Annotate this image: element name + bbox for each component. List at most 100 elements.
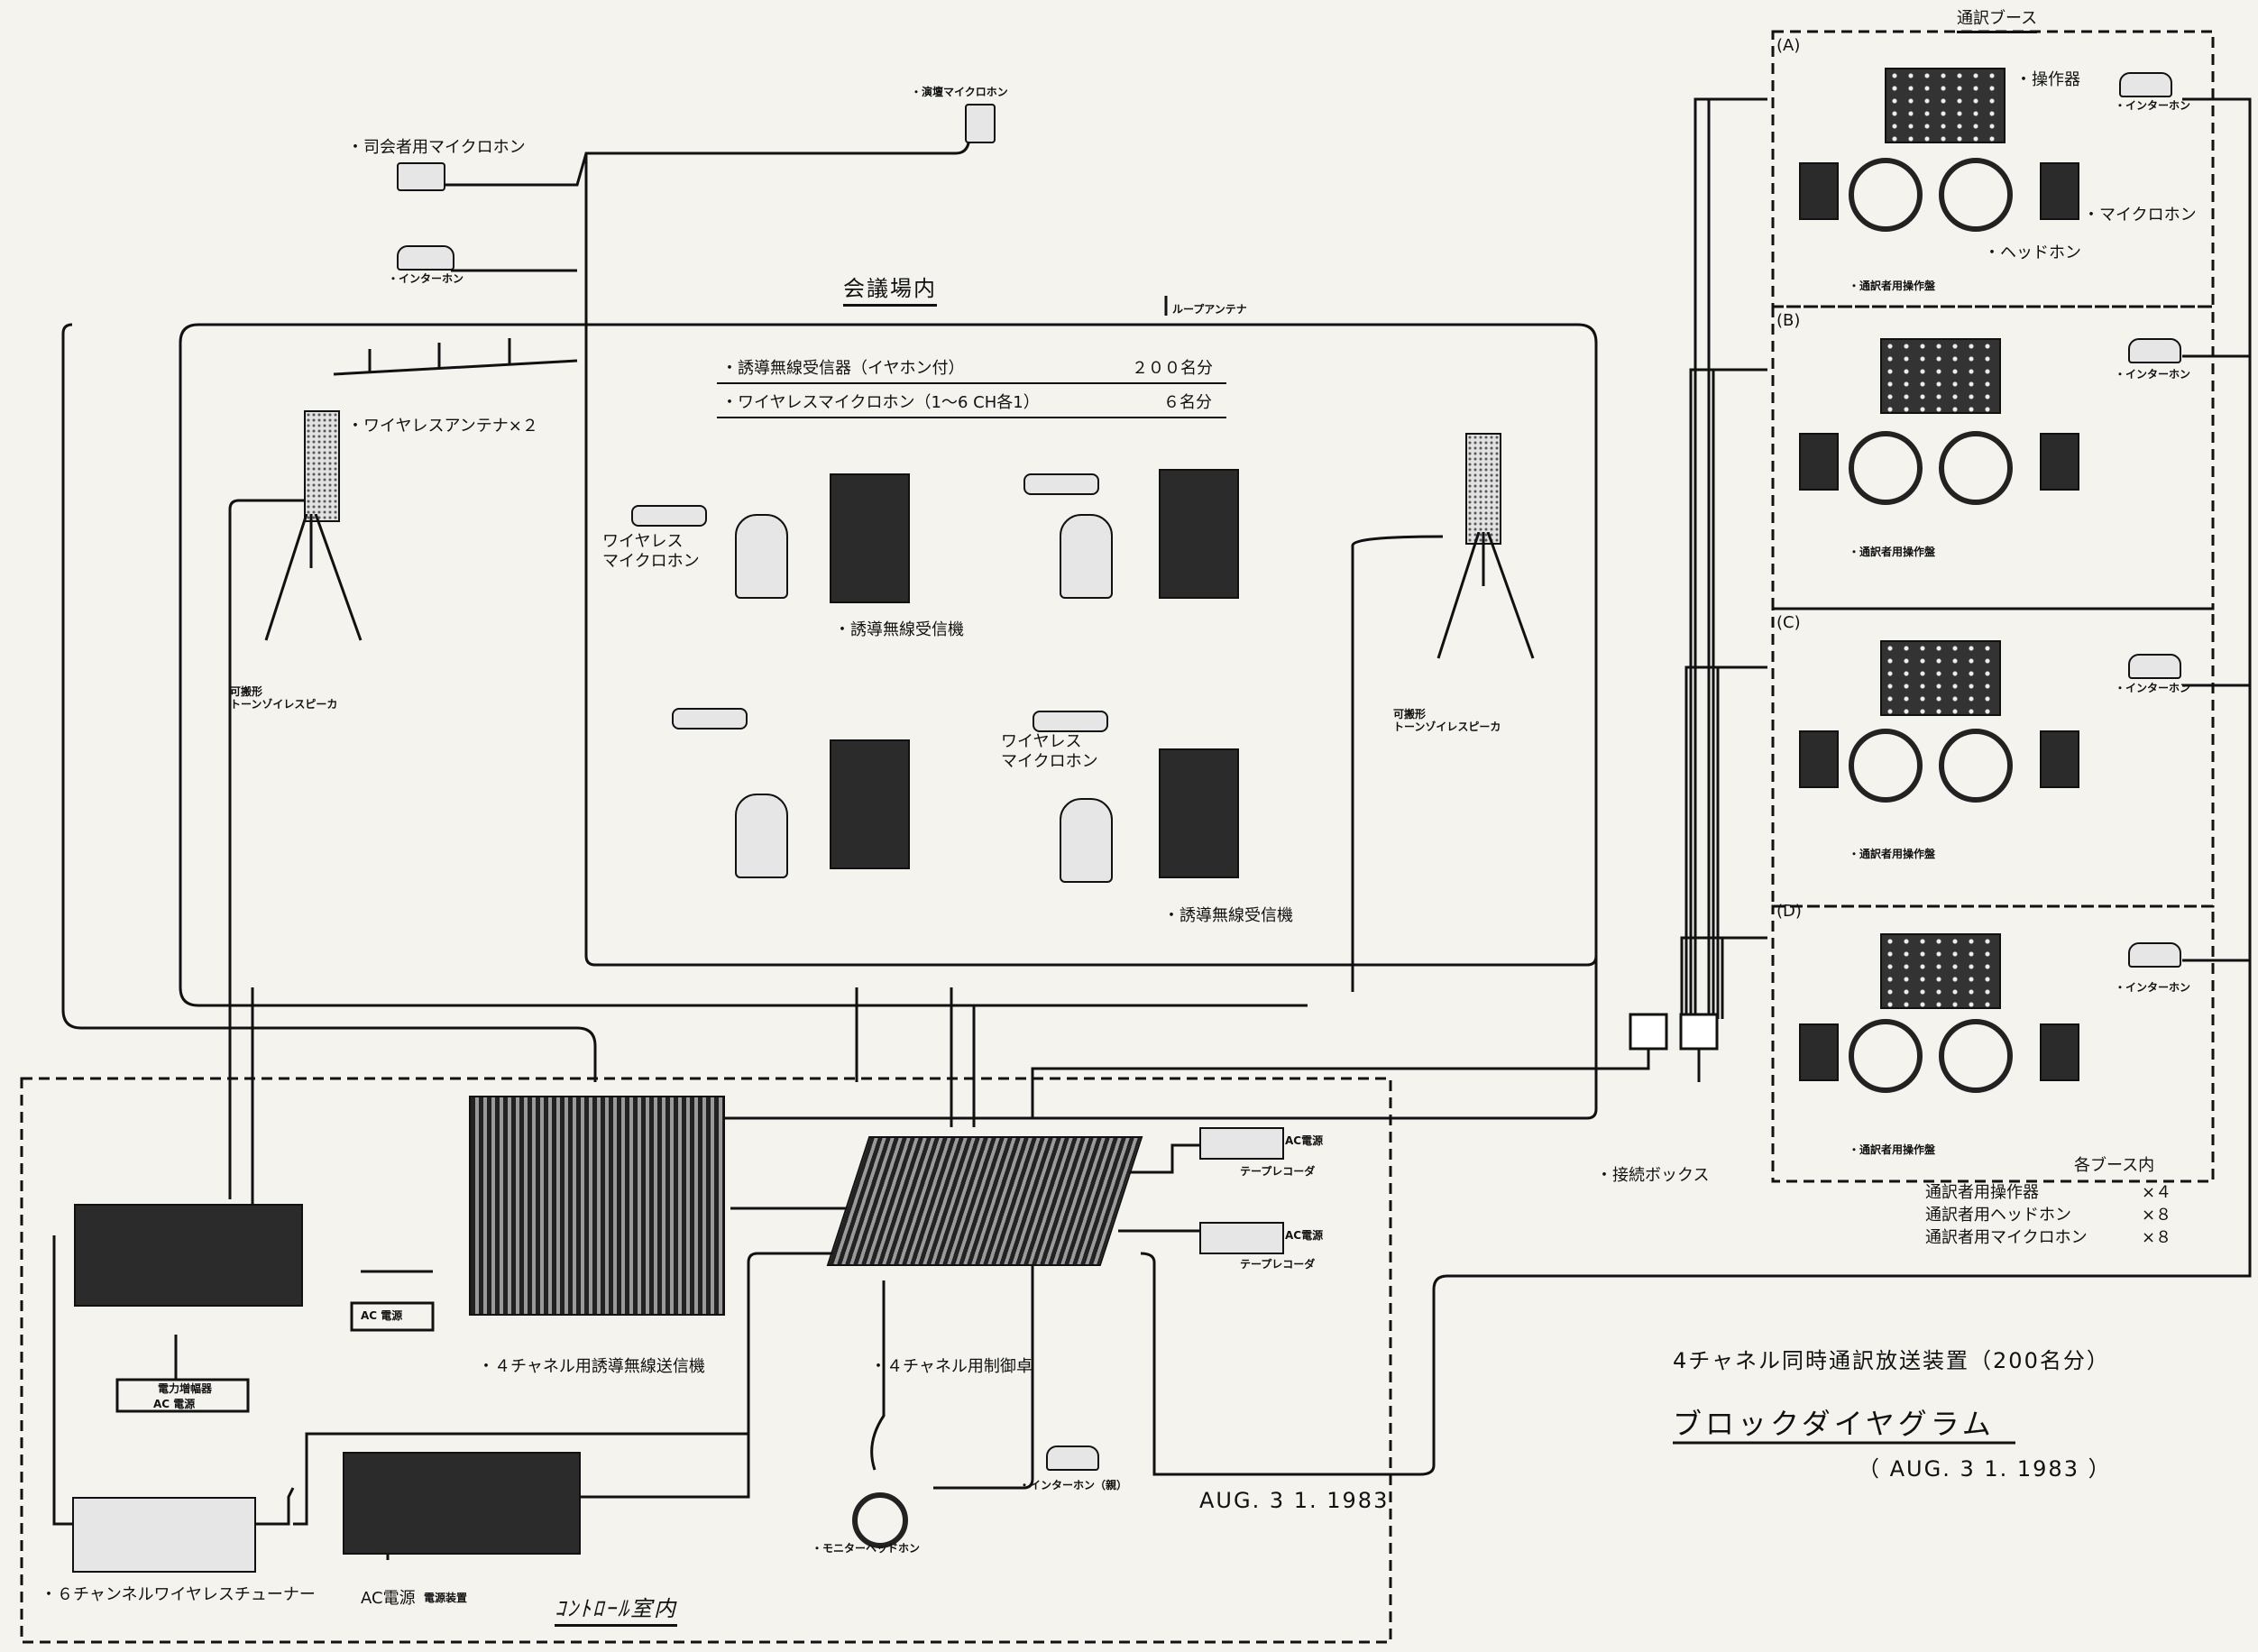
amp-label: 電力増幅器 xyxy=(158,1382,212,1395)
junction-box-2 xyxy=(1681,1014,1717,1049)
headphone-icon xyxy=(1939,158,2013,232)
monitor-headphone-label: ・モニターヘッドホン xyxy=(812,1542,920,1555)
control-date-stamp: AUG. 3 1. 1983 xyxy=(1199,1488,1389,1514)
transmitter-ac-label: AC 電源 xyxy=(361,1309,402,1322)
spec1-qty: ２００名分 xyxy=(1132,359,1213,379)
inventory-qty: ×４ xyxy=(2142,1183,2171,1203)
spec2-item: ・ワイヤレスマイクロホン（1～6 CH各1） xyxy=(721,393,1040,413)
caption-date: （ AUG. 3 1. 1983 ） xyxy=(1858,1456,2112,1482)
each-booth-label: 各ブース内 xyxy=(2074,1156,2154,1176)
speaker-left-label: 可搬形 トーンゾイレスピーカ xyxy=(230,685,337,711)
booth-mic xyxy=(2040,433,2079,491)
caption-line2: ブロックダイヤグラム xyxy=(1673,1407,1995,1441)
receiver-body xyxy=(830,473,910,603)
operator-panel xyxy=(1880,933,2001,1009)
wireless-mic-icon xyxy=(631,505,707,527)
wireless-mic-icon xyxy=(672,708,748,730)
headphone-icon xyxy=(1939,1019,2013,1093)
caption-line1: 4チャネル同時通訳放送装置（200名分） xyxy=(1673,1348,2110,1374)
junction-box-label: ・接続ボックス xyxy=(1596,1166,1709,1186)
podium-mic-icon xyxy=(965,104,996,143)
operator-panel xyxy=(1880,338,2001,414)
psu-label: 電源装置 xyxy=(424,1592,467,1604)
booth-mic xyxy=(2040,162,2079,220)
tape-recorder-1 xyxy=(1199,1127,1284,1160)
booth-mic xyxy=(1799,162,1839,220)
console-label: ・４チャネル用制御卓 xyxy=(870,1357,1033,1377)
power-amplifier xyxy=(74,1204,303,1307)
booth-panel-label: ・通訳者用操作盤 xyxy=(1849,280,1935,292)
speaker-stand-left xyxy=(257,514,374,649)
booth-intercom-label: ・インターホン xyxy=(2115,368,2190,381)
operator-panel xyxy=(1885,68,2006,143)
receiver-pouch xyxy=(1060,798,1113,883)
booth-mic xyxy=(1799,730,1839,788)
spec-divider xyxy=(717,417,1226,418)
headphone-icon xyxy=(1849,1019,1923,1093)
booth-panel-label: ・通訳者用操作盤 xyxy=(1849,1143,1935,1156)
tape-label-2: テープレコーダ xyxy=(1240,1258,1315,1271)
inventory-name: 通訳者用ヘッドホン xyxy=(1925,1206,2071,1225)
intercom-icon xyxy=(397,245,454,271)
booth-letter: (C) xyxy=(1776,613,1801,633)
intercom-icon xyxy=(2128,338,2181,363)
receiver-body xyxy=(1159,469,1239,599)
wireless-antenna-left xyxy=(304,410,340,522)
booth-letter: (A) xyxy=(1776,36,1800,56)
stage-intercom-label: ・インターホン xyxy=(388,272,464,285)
wireless-mic-label-1: ワイヤレス マイクロホン xyxy=(602,532,700,571)
intercom-icon xyxy=(2128,942,2181,968)
headphone-icon xyxy=(1939,431,2013,505)
speaker-stand-right xyxy=(1429,532,1547,667)
loop-antenna-label: ループアンテナ xyxy=(1172,303,1247,316)
power-supply xyxy=(343,1452,581,1555)
inventory-qty: ×８ xyxy=(2142,1206,2171,1225)
intercom-icon xyxy=(2119,72,2172,97)
amp-ac-label: AC 電源 xyxy=(153,1398,195,1410)
hall-title: 会議場内 xyxy=(843,276,937,307)
intercom-icon xyxy=(2128,654,2181,679)
transmitter-label: ・４チャネル用誘導無線送信機 xyxy=(478,1357,705,1377)
junction-box-1 xyxy=(1630,1014,1666,1049)
booth-intercom-label: ・インターホン xyxy=(2115,981,2190,994)
headphone-icon xyxy=(1849,729,1923,803)
speaker-right xyxy=(1465,433,1501,545)
psu-ac-label: AC電源 xyxy=(361,1589,416,1609)
wireless-tuner xyxy=(72,1497,256,1573)
control-console xyxy=(827,1136,1143,1266)
operator-panel xyxy=(1880,640,2001,716)
booth-letter: (B) xyxy=(1776,311,1800,331)
control-room-title: ｺﾝﾄﾛｰﾙ室内 xyxy=(555,1596,677,1627)
inventory-qty: ×８ xyxy=(2142,1228,2171,1248)
booths-title: 通訳ブース xyxy=(1957,9,2037,33)
receiver-pouch xyxy=(735,794,788,878)
headphone-icon xyxy=(1939,729,2013,803)
headphone-label: ・ヘッドホン xyxy=(1984,243,2081,263)
booth-mic-label: ・マイクロホン xyxy=(2083,206,2197,225)
podium-mic-label: ・演壇マイクロホン xyxy=(911,86,1008,98)
receiver-body xyxy=(830,739,910,869)
operator-label: ・操作器 xyxy=(2015,70,2080,90)
booth-mic xyxy=(1799,433,1839,491)
intercom-master-icon xyxy=(1046,1446,1099,1471)
tape-recorder-2 xyxy=(1199,1222,1284,1254)
spec2-qty: ６名分 xyxy=(1163,393,1212,413)
receiver-pouch xyxy=(735,514,788,599)
receiver-body xyxy=(1159,748,1239,878)
wireless-mic-icon xyxy=(1023,473,1099,495)
headphone-icon xyxy=(1849,158,1923,232)
wireless-mic-icon xyxy=(1033,711,1108,732)
spec-divider xyxy=(717,382,1226,384)
antenna-label: ・ワイヤレスアンテナ×２ xyxy=(347,417,538,436)
booth-mic xyxy=(1799,1023,1839,1081)
headphone-icon xyxy=(1849,431,1923,505)
tape-ac-label-2: AC電源 xyxy=(1285,1229,1323,1242)
inventory-name: 通訳者用操作器 xyxy=(1925,1183,2039,1203)
tape-label-1: テープレコーダ xyxy=(1240,1165,1315,1178)
booth-panel-label: ・通訳者用操作盤 xyxy=(1849,546,1935,558)
booth-letter: (D) xyxy=(1776,902,1802,922)
tape-ac-label-1: AC電源 xyxy=(1285,1134,1323,1147)
speaker-right-label: 可搬形 トーンゾイレスピーカ xyxy=(1393,708,1501,734)
